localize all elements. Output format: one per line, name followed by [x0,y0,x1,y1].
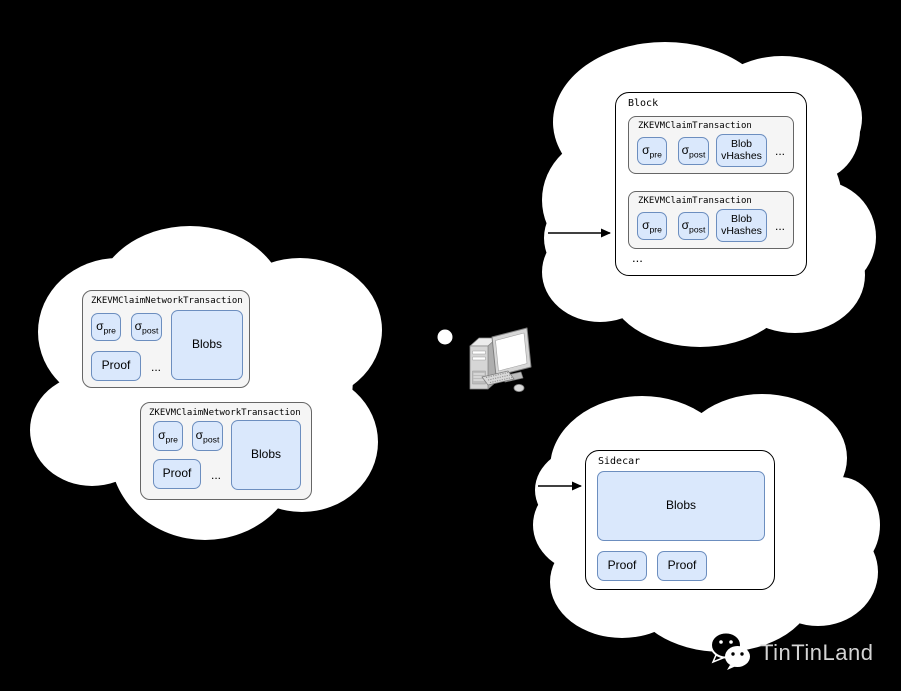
blobs-box: Blobs [231,420,301,490]
wechat-icon [710,631,750,670]
proof-box-2: Proof [657,551,707,581]
sigma-sub: pre [103,325,116,336]
ellipsis: ... [774,144,785,158]
blobs-box: Blobs [171,310,243,380]
sigma-sub: post [203,434,220,445]
sigma-base: σ [158,428,166,443]
ellipsis: ... [774,219,785,233]
block-panel-title: Block [628,98,659,109]
blobs-box: Blobs [597,471,765,541]
sidecar-panel: Sidecar Blobs Proof Proof [585,450,775,590]
proof-box-1: Proof [597,551,647,581]
sigma-base: σ [681,143,690,158]
sigma-base: σ [642,218,650,233]
sigma-sub: pre [165,434,178,445]
sidecar-panel-title: Sidecar [598,456,641,467]
block-panel: Block ZKEVMClaimTransaction σpre σpost B… [615,92,807,276]
network-transaction-2: ZKEVMClaimNetworkTransaction σpre σpost … [140,402,312,500]
sigma-sub: post [689,224,706,235]
sigma-post-box: σpost [678,212,709,240]
sigma-base: σ [134,319,143,334]
sigma-sub: post [142,325,159,336]
sigma-post-box: σpost [192,421,223,451]
sigma-sub: post [689,149,706,160]
blob-vhashes-line2: vHashes [721,224,762,237]
network-transaction-1: ZKEVMClaimNetworkTransaction σpre σpost … [82,290,250,388]
sigma-pre-box: σpre [91,313,121,341]
proof-box: Proof [153,459,201,489]
sigma-post-box: σpost [678,137,709,165]
sigma-pre-box: σpre [637,137,667,165]
sigma-pre-box: σpre [153,421,183,451]
network-transaction-2-title: ZKEVMClaimNetworkTransaction [149,408,301,418]
sigma-sub: pre [649,149,662,160]
block-more-ellipsis: ... [632,249,643,265]
claim-transaction-2-title: ZKEVMClaimTransaction [638,196,752,206]
sigma-base: σ [681,218,690,233]
blob-vhashes-line1: Blob [730,137,752,150]
ellipsis: ... [210,468,221,482]
brand-text: TinTinLand [760,639,874,665]
blob-vhashes-line1: Blob [730,212,752,225]
network-transaction-1-title: ZKEVMClaimNetworkTransaction [91,296,243,306]
blob-vhashes-line2: vHashes [721,149,762,162]
sigma-pre-box: σpre [637,212,667,240]
sigma-sub: pre [649,224,662,235]
computer-icon [469,327,532,392]
proof-box: Proof [91,351,141,381]
claim-transaction-1-title: ZKEVMClaimTransaction [638,121,752,131]
ellipsis: ... [150,360,161,374]
sigma-post-box: σpost [131,313,162,341]
bullet-dot [437,329,453,345]
sigma-base: σ [96,319,104,334]
sigma-base: σ [642,143,650,158]
sigma-base: σ [195,428,204,443]
footer-logo: TinTinLand [706,629,873,676]
